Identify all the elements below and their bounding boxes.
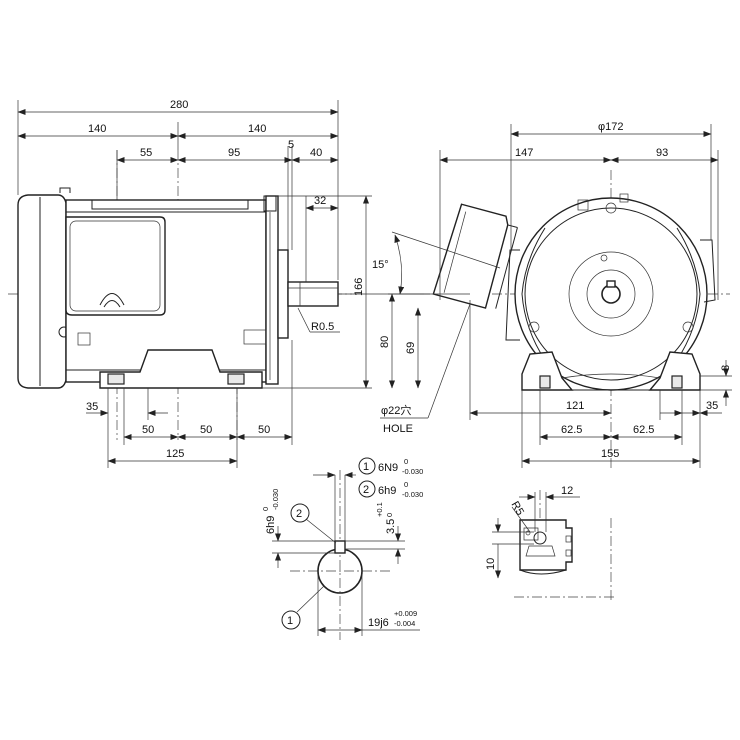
key-depth-up: +0.1 [375, 502, 384, 517]
bracket-bolt [528, 321, 540, 333]
terminal-box [65, 216, 166, 316]
dim-93: 93 [656, 147, 668, 159]
key-width-up: 0 [261, 507, 270, 511]
bracket-face [524, 207, 698, 381]
dim-80: 80 [379, 336, 391, 348]
dim-r05: R0.5 [311, 321, 334, 333]
balloon-2 [290, 503, 310, 523]
callout-2-main: 6h9 [378, 485, 396, 497]
dim-10: 10 [485, 558, 497, 570]
dim-hole-dia: φ22穴 [381, 403, 411, 417]
callout-2-up: 0 [404, 480, 408, 489]
dim-125: 125 [166, 448, 184, 460]
callout-2-badge [358, 480, 376, 498]
dim-5: 5 [288, 139, 294, 151]
balloon-1-label: 1 [287, 615, 293, 627]
dim-foot-50c: 50 [258, 424, 270, 436]
dim-angle-15: 15° [372, 259, 389, 271]
dim-overall-length: 280 [170, 99, 188, 111]
callout-2-num: 2 [363, 484, 369, 496]
callout-1-main: 6N9 [378, 462, 398, 474]
key [334, 540, 346, 554]
dim-half-right: 140 [248, 123, 266, 135]
mounting-foot [99, 349, 263, 389]
hole-label: HOLE [383, 423, 413, 435]
callout-1-num: 1 [363, 461, 369, 473]
dim-40: 40 [310, 147, 322, 159]
balloon-2-label: 2 [296, 508, 302, 520]
terminal-box-front [432, 203, 509, 309]
shaft-dia-low: -0.004 [394, 619, 415, 628]
callout-1-low: -0.030 [402, 467, 423, 476]
dim-35-left: 35 [86, 401, 98, 413]
dim-35-right: 35 [706, 400, 718, 412]
dim-half-left: 140 [88, 123, 106, 135]
front-bracket [265, 195, 279, 385]
callout-1-up: 0 [404, 457, 408, 466]
bracket-bolt [605, 202, 617, 214]
dim-foot-50b: 50 [200, 424, 212, 436]
shaft-dia-main: 19j6 [368, 617, 389, 629]
foot-section [519, 519, 573, 571]
dim-155: 155 [601, 448, 619, 460]
dim-147: 147 [515, 147, 533, 159]
shaft-dia-up: +0.009 [394, 609, 417, 618]
front-view [420, 170, 730, 470]
foot-hole-detail: 12 R5 10 [485, 485, 614, 600]
dim-121: 121 [566, 400, 584, 412]
dim-55: 55 [140, 147, 152, 159]
balloon-1 [281, 610, 301, 630]
rear-cover [17, 194, 67, 389]
callout-2-low: -0.030 [402, 490, 423, 499]
dim-62-5b: 62.5 [633, 424, 654, 436]
dim-32: 32 [314, 195, 326, 207]
side-view [8, 150, 352, 440]
key-depth-low: 0 [385, 513, 394, 517]
foot-slot-hole [533, 531, 547, 545]
dim-dia-172: φ172 [598, 121, 624, 133]
shaft [287, 281, 339, 307]
key-width-low: -0.030 [271, 489, 280, 510]
dim-foot-50a: 50 [142, 424, 154, 436]
callout-1-badge [358, 457, 376, 475]
front-view-dimensions: φ172 147 93 15° φ22穴 HOLE 121 35 62.5 62… [372, 121, 732, 468]
side-view-dimensions: 280 140 140 55 95 5 40 32 166 80 69 R0.5 [17, 99, 424, 468]
dim-r5: R5 [509, 499, 526, 517]
dim-95: 95 [228, 147, 240, 159]
dim-12: 12 [561, 485, 573, 497]
dim-8: 8 [720, 365, 732, 371]
dim-69: 69 [405, 342, 417, 354]
dim-166: 166 [353, 278, 365, 296]
shaft-key-detail: 1 6N9 0 -0.030 2 6h9 0 -0.030 6h9 0 -0.0… [261, 457, 423, 640]
key-width-main: 6h9 [265, 516, 277, 534]
dim-62-5a: 62.5 [561, 424, 582, 436]
key-depth-main: 3.5 [385, 519, 397, 534]
bracket-bolt [682, 321, 694, 333]
